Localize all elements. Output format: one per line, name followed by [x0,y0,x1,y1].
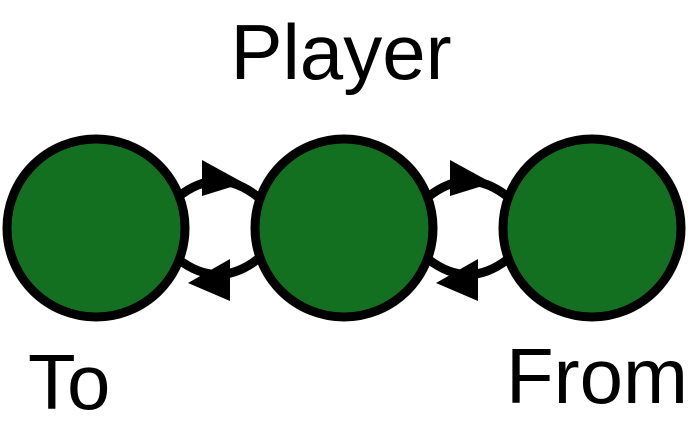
label-to: To [28,338,110,426]
nodes [2,134,686,322]
arrowhead-left-icon [436,259,478,301]
label-player: Player [230,8,451,96]
node-player [250,134,438,322]
node-to [2,134,190,322]
label-from: From [506,332,688,420]
arrowhead-right-icon [450,160,492,196]
arrowhead-right-icon [202,160,244,196]
arrowhead-left-icon [188,259,230,301]
arrowheads [188,160,492,301]
node-from [498,134,686,322]
